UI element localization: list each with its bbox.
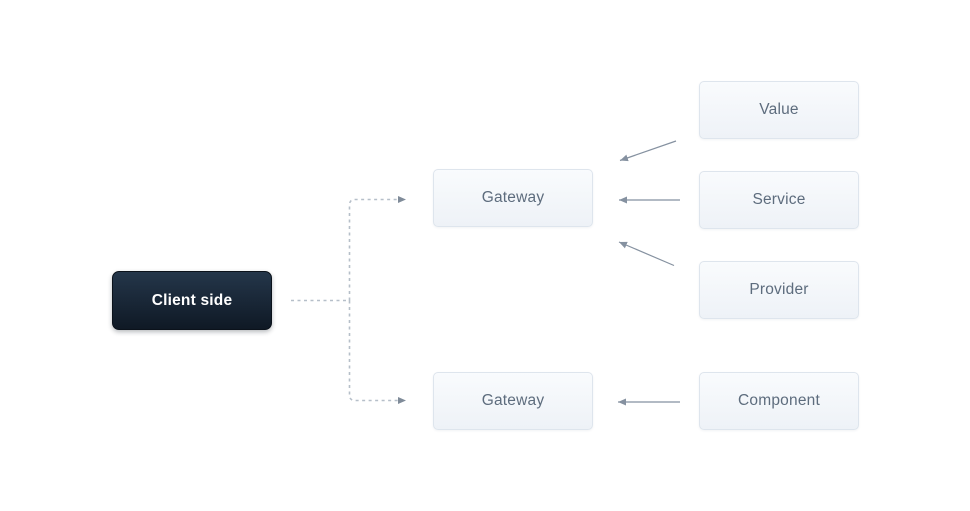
node-value-label: Value: [759, 101, 799, 118]
edge-client-gateway-bottom: [348, 300, 406, 404]
node-component[interactable]: Component: [699, 372, 859, 430]
node-gateway-bottom-label: Gateway: [481, 392, 545, 409]
node-client-side-label: Client side: [151, 291, 233, 309]
node-gateway-bottom[interactable]: Gateway: [433, 372, 593, 430]
node-service[interactable]: Service: [699, 171, 859, 229]
node-provider-label: Provider: [749, 281, 809, 298]
node-gateway-top[interactable]: Gateway: [433, 169, 593, 227]
node-gateway-top-label: Gateway: [481, 189, 545, 206]
edge-client-gateway-top: [348, 196, 406, 301]
node-provider[interactable]: Provider: [699, 261, 859, 319]
edge-provider-gateway-top: [618, 241, 675, 267]
node-service-label: Service: [752, 191, 806, 208]
node-value[interactable]: Value: [699, 81, 859, 139]
node-client-side[interactable]: Client side: [112, 271, 272, 330]
node-component-label: Component: [738, 392, 820, 409]
edge-value-gateway-top: [619, 140, 677, 162]
